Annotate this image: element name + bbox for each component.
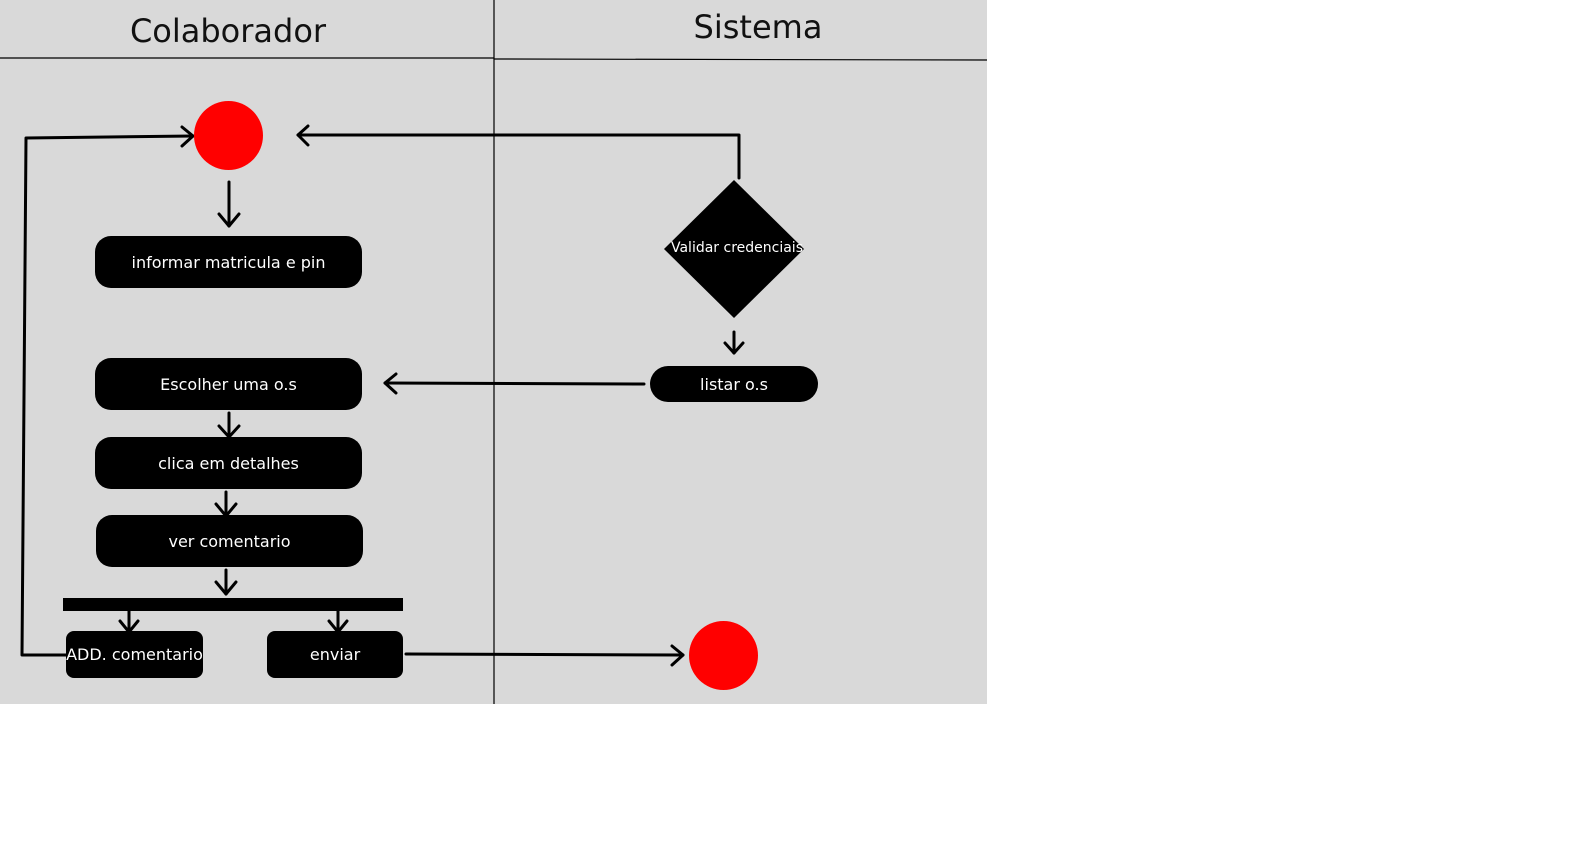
decision-diamond [664,180,804,318]
action-escolher-os: Escolher uma o.s [95,358,362,410]
action-clica-detalhes: clica em detalhes [95,437,362,489]
arrow-validar-to-listar [723,330,745,355]
arrow-clica-to-ver [214,490,238,518]
arrow-validar-to-start [296,124,741,180]
action-ver-comentario: ver comentario [96,515,363,567]
arrow-start-to-informar [217,180,241,228]
arrow-enviar-to-end [404,644,685,667]
action-enviar: enviar [267,631,403,678]
connector-lines [0,0,987,704]
arrow-fork-to-enviar [327,609,349,634]
arrow-ver-to-fork [214,568,238,596]
action-add-comentario: ADD. comentario [66,631,203,678]
fork-bar [63,598,403,611]
end-node [689,621,758,690]
header-divider-right [493,58,987,61]
action-listar-os: listar o.s [650,366,818,402]
lane-title-colaborador: Colaborador [129,12,327,50]
arrow-listar-to-escolher [383,372,646,395]
arrow-fork-to-add [118,609,140,634]
start-node [194,101,263,170]
decision-label-validar: Validar credenciais [670,240,803,256]
swimlane-diagram: Colaborador Sistema [0,0,987,704]
arrow-add-loop-to-start [20,125,195,657]
lane-title-sistema: Sistema [693,8,823,46]
action-informar-matricula: informar matricula e pin [95,236,362,288]
arrow-escolher-to-clica [217,411,241,439]
